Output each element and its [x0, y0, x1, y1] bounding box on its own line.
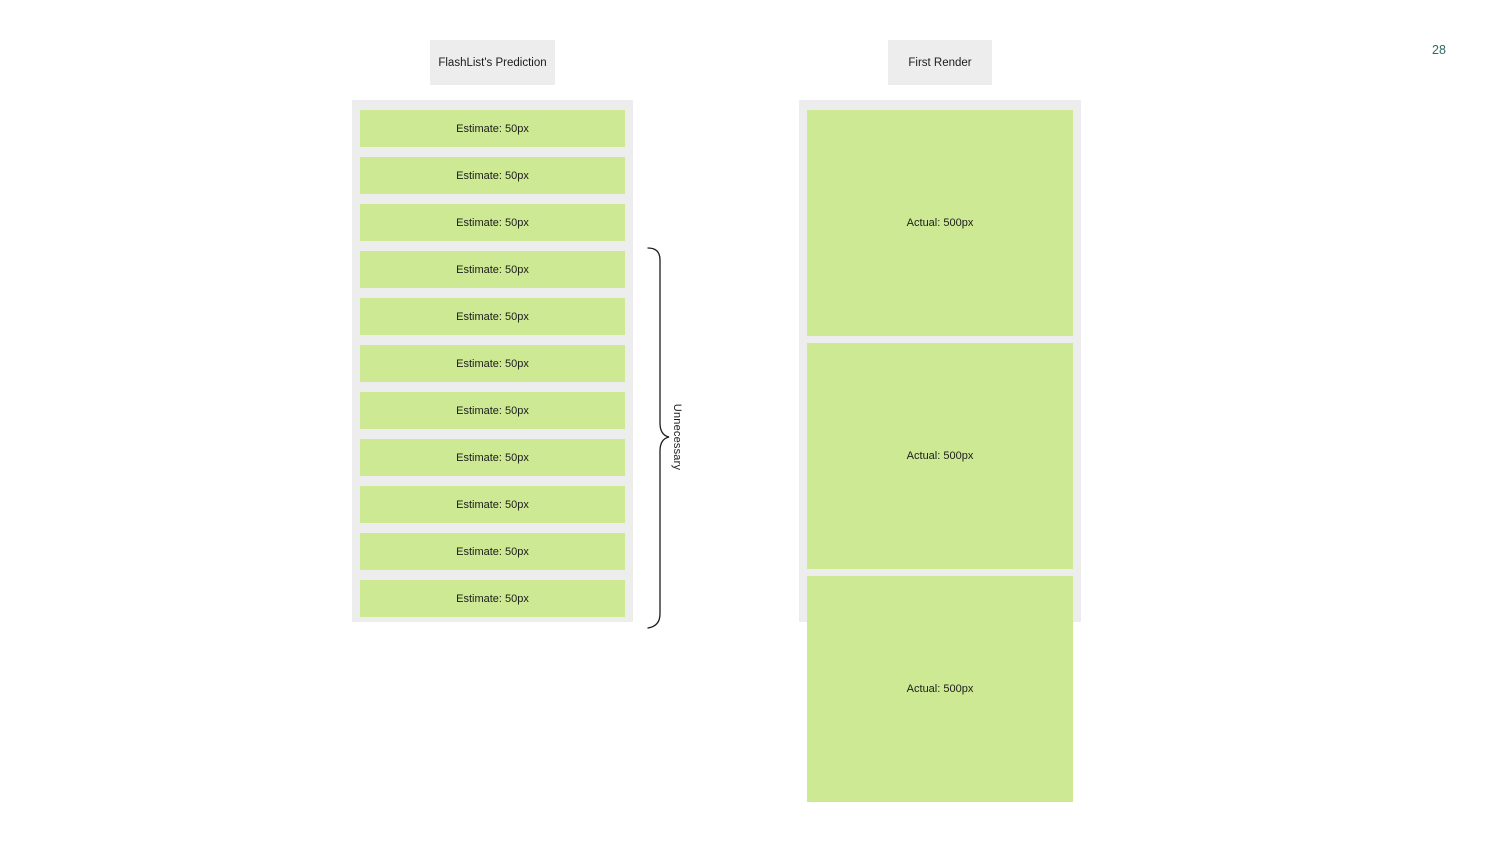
actual-item-box: Actual: 500px [807, 110, 1073, 336]
estimate-item-box: Estimate: 50px [360, 486, 625, 523]
unnecessary-brace-icon [647, 247, 670, 629]
estimate-item-box: Estimate: 50px [360, 251, 625, 288]
estimate-item-box: Estimate: 50px [360, 157, 625, 194]
estimate-item-box: Estimate: 50px [360, 580, 625, 617]
estimate-item-box: Estimate: 50px [360, 533, 625, 570]
page-number: 28 [1432, 43, 1446, 57]
estimate-item-box: Estimate: 50px [360, 439, 625, 476]
actual-item-box: Actual: 500px [807, 576, 1073, 802]
estimate-item-box: Estimate: 50px [360, 392, 625, 429]
first-render-column-title: First Render [888, 40, 992, 85]
estimate-item-box: Estimate: 50px [360, 110, 625, 147]
prediction-column-title: FlashList's Prediction [430, 40, 555, 85]
estimate-item-box: Estimate: 50px [360, 345, 625, 382]
estimate-item-box: Estimate: 50px [360, 298, 625, 335]
estimate-item-box: Estimate: 50px [360, 204, 625, 241]
actual-item-box: Actual: 500px [807, 343, 1073, 569]
unnecessary-label: Unnecessary [671, 403, 683, 471]
